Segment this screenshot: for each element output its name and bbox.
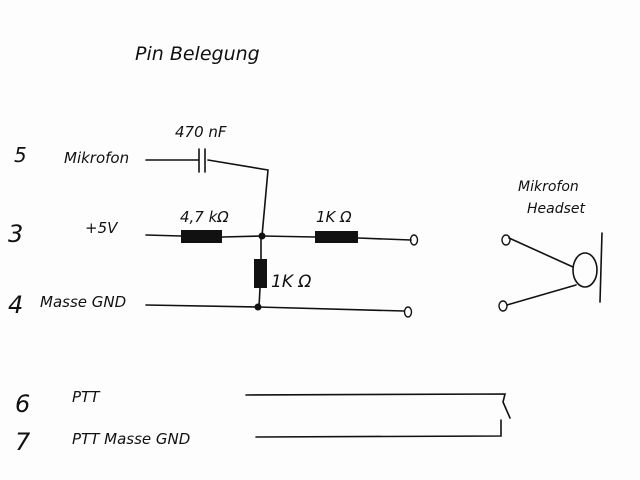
microphone-symbol bbox=[572, 252, 598, 288]
resistor-output-label: 1K Ω bbox=[316, 208, 352, 226]
headset-terminal bbox=[498, 300, 508, 312]
gnd-wire bbox=[145, 304, 405, 312]
pin-4-label: Masse GND bbox=[40, 293, 126, 311]
ptt-gnd-wire bbox=[255, 419, 502, 438]
junction-dot bbox=[258, 232, 266, 240]
headset-wire bbox=[506, 237, 577, 306]
pin-5-label: Mikrofon bbox=[64, 149, 129, 167]
ptt-wire bbox=[245, 393, 511, 419]
pin-6-label: PTT bbox=[72, 388, 101, 406]
resistor-output bbox=[315, 231, 358, 243]
capacitor-symbol bbox=[198, 148, 206, 173]
resistor-series-label: 4,7 kΩ bbox=[180, 208, 229, 226]
pin-3-number: 3 bbox=[8, 220, 23, 248]
resistor-shunt-label: 1K Ω bbox=[271, 272, 311, 292]
resistor-shunt bbox=[254, 259, 267, 288]
pin-7-number: 7 bbox=[15, 428, 31, 456]
pin-5-number: 5 bbox=[14, 143, 27, 167]
output-terminal bbox=[409, 234, 419, 246]
pin-6-number: 6 bbox=[15, 390, 30, 418]
pin-4-number: 4 bbox=[8, 291, 23, 319]
headset-label-line1: Mikrofon bbox=[518, 179, 579, 195]
capacitor-label: 470 nF bbox=[175, 123, 227, 141]
junction-dot bbox=[254, 303, 262, 311]
diagram-title: Pin Belegung bbox=[135, 43, 260, 65]
pin-3-label: +5V bbox=[85, 219, 119, 237]
headset-label-line2: Headset bbox=[527, 201, 586, 217]
pin-7-label: PTT Masse GND bbox=[72, 430, 190, 448]
gnd-terminal bbox=[403, 306, 413, 318]
mikrofon-wire bbox=[145, 159, 269, 237]
resistor-series bbox=[181, 230, 222, 243]
microphone-plate bbox=[599, 232, 603, 303]
headset-terminal bbox=[501, 234, 511, 246]
